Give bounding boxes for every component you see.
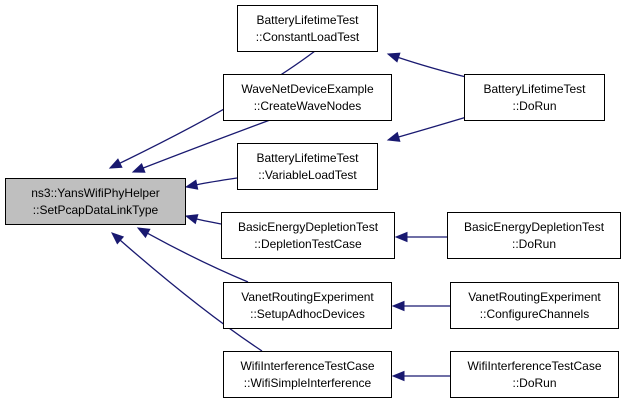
node-box[interactable] (223, 74, 392, 121)
edge-arrowhead (391, 370, 405, 382)
edge-depletiondorun-to-depletion (394, 231, 447, 243)
node-label-line2: ::ConfigureChannels (480, 307, 589, 321)
node-box[interactable] (237, 5, 378, 52)
edge-arrowhead (111, 232, 125, 245)
node-adhoc[interactable]: VanetRoutingExperiment::SetupAdhocDevice… (223, 282, 392, 329)
edge-line (398, 115, 471, 138)
node-box[interactable] (223, 351, 392, 398)
node-box[interactable] (464, 74, 605, 121)
edge-arrowhead (131, 162, 146, 173)
node-label-line2: ::DoRun (512, 99, 556, 113)
edge-batterydorun-to-constantload (386, 52, 471, 79)
node-constantload[interactable]: BatteryLifetimeTest::ConstantLoadTest (237, 5, 378, 52)
node-label-line1: BasicEnergyDepletionTest (238, 220, 379, 234)
node-box[interactable] (447, 212, 621, 259)
edge-arrowhead (391, 300, 405, 312)
node-label-line2: ::DoRun (512, 376, 556, 390)
edge-arrowhead (108, 158, 123, 169)
edge-simpleinterf-to-focus (111, 232, 263, 352)
node-depletiondorun[interactable]: BasicEnergyDepletionTest::DoRun (447, 212, 621, 259)
edge-variableload-to-focus (184, 177, 238, 190)
node-label-line2: ::DoRun (512, 237, 556, 251)
edge-line (143, 119, 271, 169)
node-wavenodes[interactable]: WaveNetDeviceExample::CreateWaveNodes (223, 74, 392, 121)
node-interfdorun[interactable]: WifiInterferenceTestCase::DoRun (450, 351, 619, 398)
edge-line (119, 239, 263, 352)
edge-wavenodes-to-focus (131, 119, 271, 173)
node-label-line1: WifiInterferenceTestCase (467, 359, 601, 373)
nodes-layer: ns3::YansWifiPhyHelper::SetPcapDataLinkT… (5, 5, 621, 398)
edge-arrowhead (136, 227, 151, 239)
node-label-line1: BatteryLifetimeTest (256, 13, 359, 27)
node-label-line2: ::SetupAdhocDevices (250, 307, 365, 321)
node-label-line2: ::VariableLoadTest (258, 168, 357, 182)
node-box[interactable] (450, 282, 619, 329)
node-label-line2: ::DepletionTestCase (254, 237, 362, 251)
node-label-line1: BasicEnergyDepletionTest (464, 220, 605, 234)
node-label-line1: VanetRoutingExperiment (241, 290, 374, 304)
edge-adhoc-to-focus (136, 227, 249, 283)
node-depletion[interactable]: BasicEnergyDepletionTest::DepletionTestC… (221, 212, 395, 259)
edge-batterydorun-to-variableload (386, 115, 471, 142)
node-label-line2: ::CreateWaveNodes (254, 99, 362, 113)
node-label-line1: VanetRoutingExperiment (468, 290, 601, 304)
node-box[interactable] (221, 212, 395, 259)
edge-depletion-to-focus (184, 214, 222, 225)
node-box[interactable] (237, 143, 378, 190)
node-label-line1: BatteryLifetimeTest (483, 82, 586, 96)
edge-configchannels-to-adhoc (391, 300, 450, 312)
edge-arrowhead (394, 231, 408, 243)
focus-node-box[interactable] (5, 178, 186, 225)
node-label-line2: ::ConstantLoadTest (256, 30, 360, 44)
node-label-line1: BatteryLifetimeTest (256, 151, 359, 165)
node-label-line1: ns3::YansWifiPhyHelper (31, 186, 160, 200)
node-label-line1: WifiInterferenceTestCase (240, 359, 374, 373)
node-simpleinterf[interactable]: WifiInterferenceTestCase::WifiSimpleInte… (223, 351, 392, 398)
edge-interfdorun-to-simpleinterf (391, 370, 450, 382)
edge-arrowhead (386, 131, 401, 142)
edge-arrowhead (386, 52, 401, 63)
edge-arrowhead (184, 179, 199, 190)
node-box[interactable] (450, 351, 619, 398)
node-label-line2: ::SetPcapDataLinkType (33, 203, 159, 217)
node-label-line2: ::WifiSimpleInterference (244, 376, 372, 390)
edge-line (196, 177, 238, 186)
edges-layer (108, 50, 471, 382)
node-box[interactable] (223, 282, 392, 329)
node-variableload[interactable]: BatteryLifetimeTest::VariableLoadTest (237, 143, 378, 190)
edge-line (196, 218, 222, 225)
edge-line (398, 56, 471, 79)
edge-arrowhead (184, 214, 199, 225)
node-focus[interactable]: ns3::YansWifiPhyHelper::SetPcapDataLinkT… (5, 178, 186, 225)
edge-line (147, 232, 249, 283)
node-configchannels[interactable]: VanetRoutingExperiment::ConfigureChannel… (450, 282, 619, 329)
node-batterydorun[interactable]: BatteryLifetimeTest::DoRun (464, 74, 605, 121)
node-label-line1: WaveNetDeviceExample (241, 82, 374, 96)
